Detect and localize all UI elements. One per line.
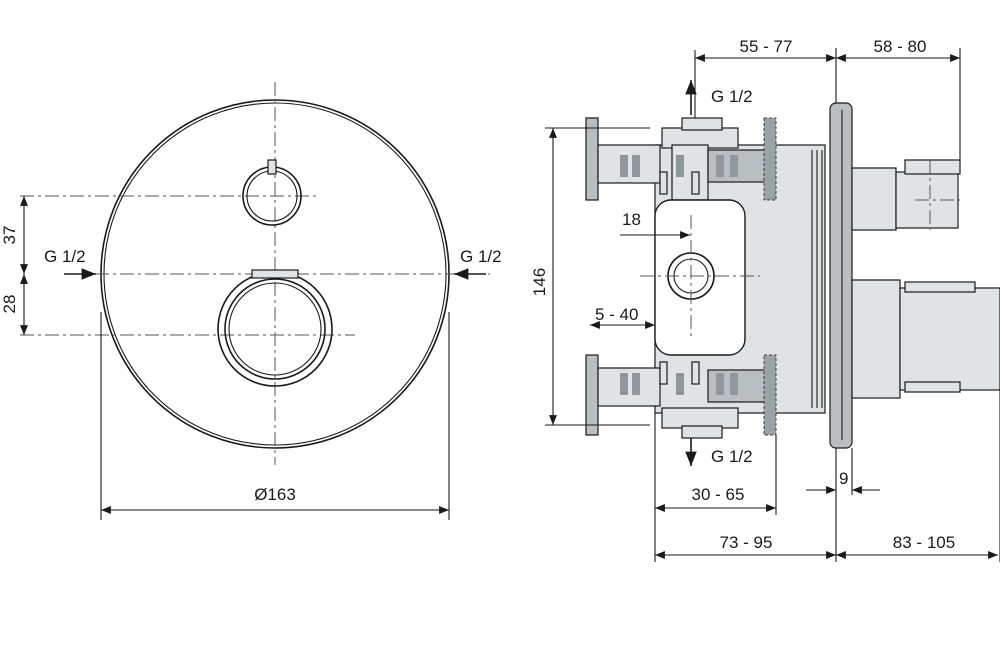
dim-30-65: 30 - 65 xyxy=(692,485,745,504)
dim-83-105: 83 - 105 xyxy=(893,533,955,552)
inlet-right-label: G 1/2 xyxy=(460,247,502,266)
dim-top-offset: 37 xyxy=(0,226,19,245)
dim-73-95: 73 - 95 xyxy=(720,533,773,552)
wall-flange xyxy=(829,102,853,449)
dim-bottom-offset: 28 xyxy=(0,295,19,314)
diverter-knob xyxy=(242,159,302,226)
bottom-plug xyxy=(585,354,777,436)
front-view: G 1/2 G 1/2 37 28 Ø163 xyxy=(0,82,502,520)
dim-58-80: 58 - 80 xyxy=(874,37,927,56)
thermostat-spindle xyxy=(851,279,1000,399)
dim-18: 18 xyxy=(622,210,641,229)
thread-lines xyxy=(811,150,823,408)
bottom-outlet-fitting xyxy=(661,407,739,429)
dim-height: 146 xyxy=(530,268,549,296)
dim-5-40: 5 - 40 xyxy=(595,305,638,324)
inlet-left-label: G 1/2 xyxy=(44,247,86,266)
dim-55-77: 55 - 77 xyxy=(740,37,793,56)
center-window xyxy=(654,199,746,356)
outlet-bottom-label: G 1/2 xyxy=(711,447,753,466)
side-view: G 1/2 G 1/2 146 18 5 - 40 55 - 77 58 - 8… xyxy=(530,37,1000,562)
thermostat-handle xyxy=(217,269,333,387)
dim-diameter: Ø163 xyxy=(254,485,296,504)
dim-9: 9 xyxy=(839,469,848,488)
outlet-top-label: G 1/2 xyxy=(711,87,753,106)
top-plug xyxy=(585,117,777,201)
diverter-spindle xyxy=(851,159,961,231)
